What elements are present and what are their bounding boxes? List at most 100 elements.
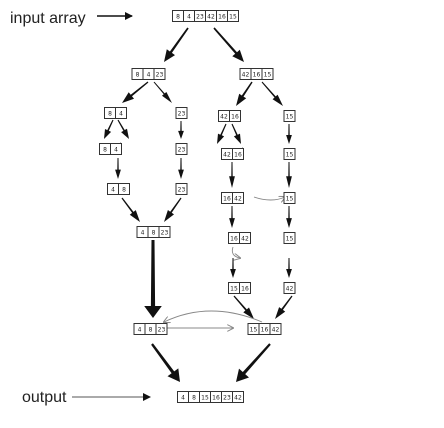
array-r-single-2: 15 [283,148,296,160]
split-arrow-l-single [153,81,172,103]
connectors [72,12,293,401]
array-cell-value: 23 [161,230,169,237]
merge-arrow-l-pair [121,197,140,222]
array-r-compare-a-single: 15 [283,232,296,244]
split-arrow-l-8 [104,119,114,139]
merge-arrow-r-single [275,295,293,319]
arrow-left-drop [144,240,162,318]
array-cell-value: 8 [176,14,180,21]
array-cell [232,391,244,403]
array-cell-value: 8 [103,147,107,154]
array-cell-value: 42 [241,236,249,243]
array-cell-value: 16 [212,395,220,402]
array-cell [283,110,296,122]
array-cell-value: 4 [187,14,191,21]
compare-arc-r-3 [231,246,240,258]
array-l-single-3: 23 [175,183,188,195]
array-cell-value: 15 [286,152,294,159]
array-cell-value: 8 [122,187,126,194]
array-cell [239,232,251,244]
split-arrow-r-single [261,81,283,106]
array-cell-value: 42 [220,114,228,121]
arrow-r-b-single-down [286,258,292,278]
array-cell [239,282,251,294]
split-arrow-l-pair [122,81,149,103]
array-cell [261,68,274,80]
array-cell [269,323,282,335]
output-label: output [22,389,67,406]
merge-arrow-r-pair [233,295,254,319]
array-cell-value: 42 [272,327,280,334]
array-cell-value: 16 [230,236,238,243]
array-cell [175,107,188,119]
array-cell [283,148,296,160]
split-arrow-left [164,27,189,62]
array-cell [155,323,168,335]
array-cell-value: 4 [111,187,115,194]
array-cell-value: 23 [158,327,166,334]
array-cell-value: 8 [192,395,196,402]
array-cell-value: 15 [286,236,294,243]
array-cell-value: 4 [141,230,145,237]
array-cell [175,183,188,195]
array-cell-value: 16 [261,327,269,334]
array-cell-value: 42 [234,196,242,203]
array-cell-value: 4 [181,395,185,402]
array-cell [283,192,296,204]
array-cell-value: 16 [241,286,249,293]
array-cell-value: 15 [230,286,238,293]
array-cell [110,143,122,155]
array-cell-value: 16 [231,114,239,121]
arrow-r-b-down [230,258,236,278]
merge-arrow-final-right [236,343,271,382]
arrow-r-single-down-3 [286,206,292,228]
array-cell-value: 8 [152,230,156,237]
arrow-l-pair-down [115,158,121,179]
array-cell-value: 15 [286,114,294,121]
array-cell [232,192,244,204]
array-cell-value: 42 [286,286,294,293]
array-cell-value: 42 [207,14,215,21]
array-cell-value: 23 [178,187,186,194]
array-cell-value: 16 [253,72,261,79]
array-cell-value: 15 [201,395,209,402]
array-cell [229,110,241,122]
array-cell [115,107,127,119]
array-cell-value: 16 [234,152,242,159]
array-cell-value: 8 [108,111,112,118]
array-cell [232,148,244,160]
array-cell-value: 15 [264,72,272,79]
array-cell-value: 42 [242,72,250,79]
array-cell-value: 4 [147,72,151,79]
array-cell-value: 23 [156,72,164,79]
split-arrow-r-16 [231,123,241,144]
arrow-l-23-down-1 [178,121,184,139]
array-cell-value: 4 [119,111,123,118]
split-arrow-l-4 [117,119,129,139]
array-r-single-3: 15 [283,192,296,204]
array-r-compare-b-single: 42 [283,282,296,294]
array-cell-value: 23 [178,111,186,118]
array-cell-value: 42 [234,395,242,402]
array-cell-value: 23 [196,14,204,21]
arrow-r-sorted-down [229,206,235,228]
array-cell-value: 23 [223,395,231,402]
array-cell [175,143,188,155]
array-cell [227,10,239,22]
array-cell [283,232,296,244]
arrow-l-23-down-2 [178,158,184,179]
array-cell [153,68,166,80]
array-r-single: 15 [283,110,296,122]
array-l-single-2: 23 [175,143,188,155]
arrow-r-15-down-2 [286,162,292,188]
array-cell-value: 4 [138,327,142,334]
